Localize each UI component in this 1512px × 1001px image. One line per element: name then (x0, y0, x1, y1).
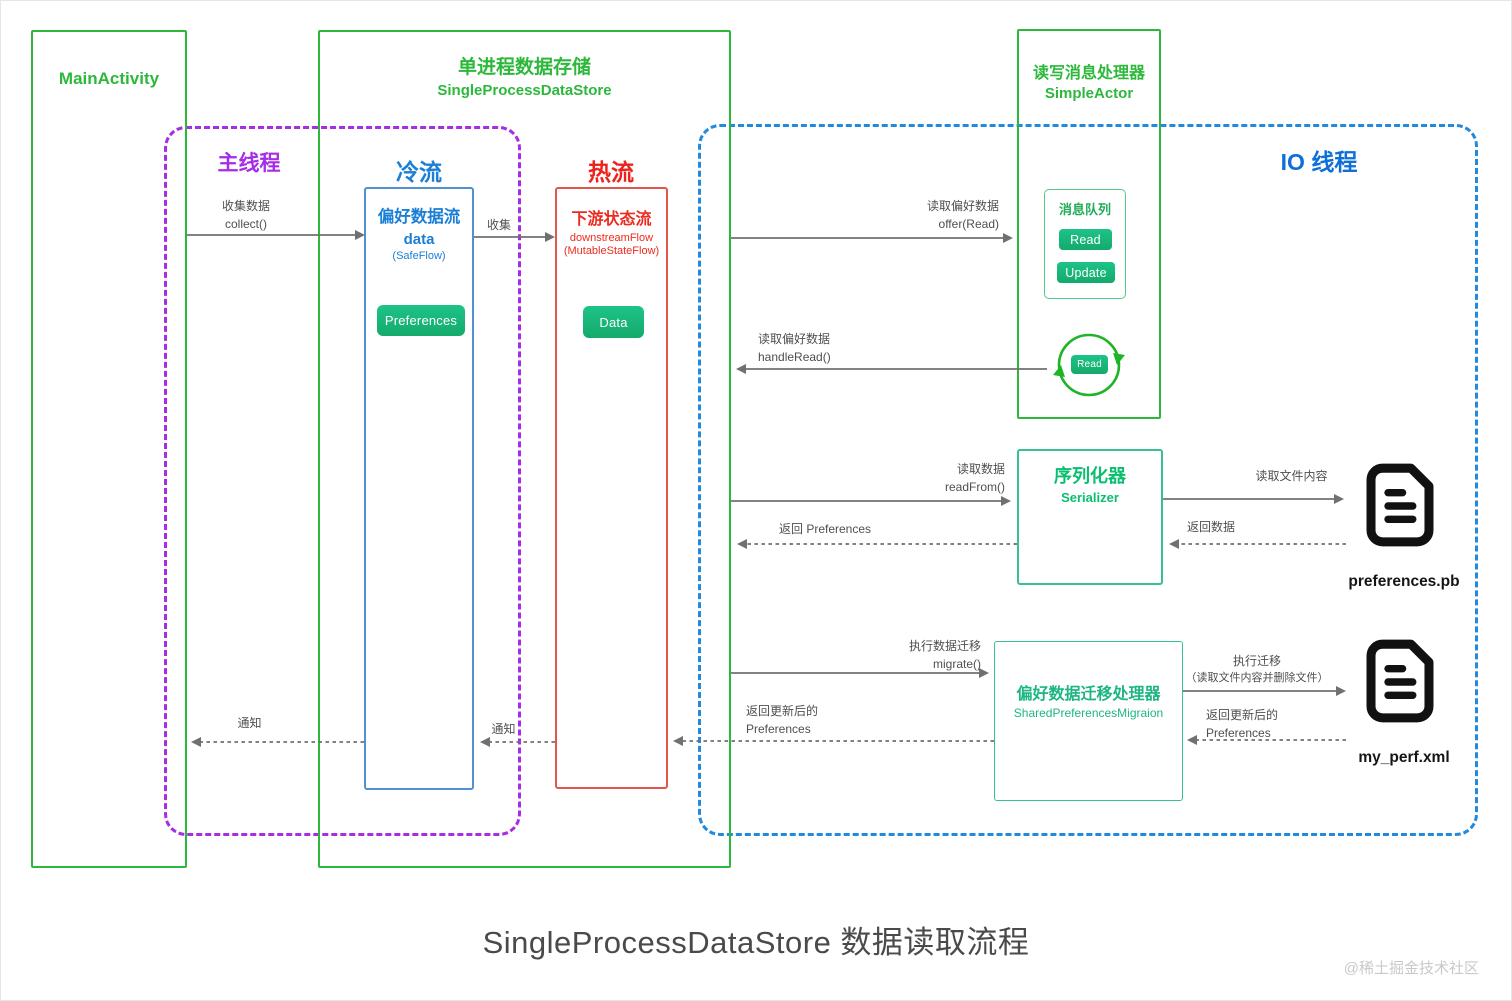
message-queue-title: 消息队列 (1058, 202, 1111, 217)
cold-flow-title: 偏好数据流 (377, 208, 461, 226)
queue-read-chip: Read (1059, 229, 1112, 250)
hot-flow-title: 下游状态流 (571, 211, 652, 228)
datastore-title-zh: 单进程数据存储 (457, 57, 591, 78)
simpleactor-box: 读写消息处理器 SimpleActor (1017, 29, 1161, 419)
main-thread-region (164, 126, 521, 836)
xml-file-label: my_perf.xml (1358, 749, 1450, 766)
cold-flow-box: 偏好数据流 data (SafeFlow) Preferences (364, 187, 474, 790)
mainactivity-title: MainActivity (58, 69, 160, 88)
migration-title-zh: 偏好数据迁移处理器 (1016, 686, 1161, 703)
label-notify-mid: 通知 (491, 722, 516, 736)
preferences-chip: Preferences (377, 305, 465, 336)
label-return-data: 返回数据 (1187, 520, 1236, 534)
migration-box: 偏好数据迁移处理器 SharedPreferencesMigraion (994, 641, 1183, 801)
hot-flow-box: 下游状态流 downstreamFlow (MutableStateFlow) … (555, 187, 668, 789)
label-read-file: 读取文件内容 (1255, 469, 1328, 483)
serializer-title-zh: 序列化器 (1054, 466, 1126, 486)
io-thread-label: IO 线程 (1280, 149, 1358, 175)
simpleactor-title-en: SimpleActor (1044, 85, 1134, 102)
data-chip: Data (583, 306, 644, 338)
mainactivity-box: MainActivity (31, 30, 187, 868)
hot-flow-subtitle: (MutableStateFlow) (563, 245, 660, 257)
datastore-box: 单进程数据存储 SingleProcessDataStore (318, 30, 731, 868)
diagram-title: SingleProcessDataStore 数据读取流程 (482, 925, 1030, 960)
main-thread-label: 主线程 (217, 152, 281, 175)
datastore-title-en: SingleProcessDataStore (437, 82, 612, 99)
serializer-title-en: Serializer (1061, 490, 1119, 505)
cold-flow-label: 冷流 (396, 159, 442, 185)
message-queue-box: 消息队列 Read Update (1044, 189, 1126, 299)
migration-title-en: SharedPreferencesMigraion (1013, 706, 1164, 720)
preferences-file-label: preferences.pb (1348, 573, 1460, 590)
read-loop-chip: Read (1071, 355, 1108, 374)
label-do-migrate: 执行迁移（读取文件内容并删除文件） (1185, 654, 1329, 684)
io-thread-region (698, 124, 1478, 836)
simpleactor-title-zh: 读写消息处理器 (1032, 65, 1145, 82)
queue-update-chip: Update (1057, 262, 1115, 283)
cold-flow-name: data (403, 231, 435, 248)
hot-flow-label: 热流 (588, 159, 634, 185)
watermark: @稀土掘金技术社区 (1343, 960, 1479, 977)
serializer-box: 序列化器 Serializer (1017, 449, 1163, 585)
hot-flow-name: downstreamFlow (569, 232, 654, 244)
label-notify-left: 通知 (237, 716, 262, 730)
cold-flow-subtitle: (SafeFlow) (392, 250, 446, 262)
label-collect-short: 收集 (486, 218, 511, 232)
label-return-preferences: 返回 Preferences (779, 522, 872, 536)
